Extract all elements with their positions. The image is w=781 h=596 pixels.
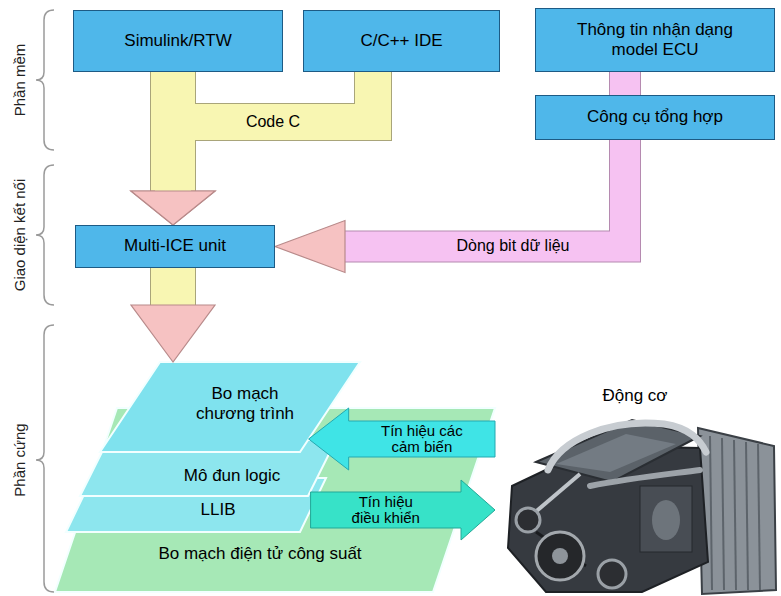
node-text: Động cơ [602, 386, 667, 406]
node-text: LLIB [201, 500, 236, 520]
section-brackets [36, 10, 54, 592]
engine-node: Động cơ [495, 380, 777, 592]
node-text: Bo mạch chương trình [185, 384, 305, 425]
section-label: Giao diện kết nối [11, 179, 28, 292]
connector [625, 72, 626, 95]
board-shape [100, 362, 360, 452]
band-fill [151, 268, 195, 305]
connector [311, 480, 495, 540]
node-text: Mô đun logic [184, 466, 280, 486]
parallelogram-outline [66, 478, 326, 532]
connector-label: Code C [246, 114, 300, 131]
software-box: Simulink/RTW [73, 10, 283, 72]
connector [309, 408, 495, 470]
board-shape [66, 478, 326, 532]
arrow-head [131, 191, 215, 225]
band-outline [609, 72, 641, 95]
band-outline [173, 72, 373, 191]
node-text: Bo mạch điện tử công suất [158, 544, 361, 564]
tool-box: Công cụ tổng hợp [535, 95, 775, 140]
node-text: Simulink/RTW [124, 31, 231, 51]
band-fill [173, 72, 373, 191]
software-box: C/C++ IDE [303, 10, 500, 72]
arrow-head [275, 221, 345, 273]
node-text: Công cụ tổng hợp [587, 107, 723, 127]
band-fill [345, 140, 625, 247]
band-fill [610, 72, 640, 95]
arrow-head [131, 191, 215, 225]
board-shape [55, 408, 495, 592]
board-layer: Bo mạch chương trình [100, 362, 360, 452]
interface-box: Multi-ICE unit [75, 225, 275, 268]
connector [131, 72, 373, 225]
connector [131, 268, 215, 362]
node-text: Thông tin nhận dạng model ECU [563, 20, 748, 61]
node-text: Multi-ICE unit [124, 236, 226, 256]
info-box: Thông tin nhận dạng model ECU [535, 8, 775, 72]
node-text: C/C++ IDE [360, 31, 442, 51]
board-shape [80, 440, 336, 496]
section-label: Phần mềm [11, 44, 28, 117]
connector-label: Dòng bit dữ liệu [457, 238, 570, 255]
section-label: Phần cứng [11, 423, 28, 496]
signal-arrow [311, 480, 495, 540]
signal-arrow [309, 408, 495, 470]
board-layer: Mô đun logic [80, 440, 336, 496]
connector-label: Tín hiệu các cảm biến [372, 423, 472, 455]
board-layer: LLIB [66, 478, 326, 532]
engine-drawing [508, 420, 776, 594]
connectors [131, 72, 625, 540]
band-outline [345, 140, 625, 247]
connector [275, 140, 625, 273]
arrow-head [131, 305, 215, 362]
connector-label: Tín hiệu điều khiển [343, 494, 428, 526]
band-outline [150, 268, 196, 305]
